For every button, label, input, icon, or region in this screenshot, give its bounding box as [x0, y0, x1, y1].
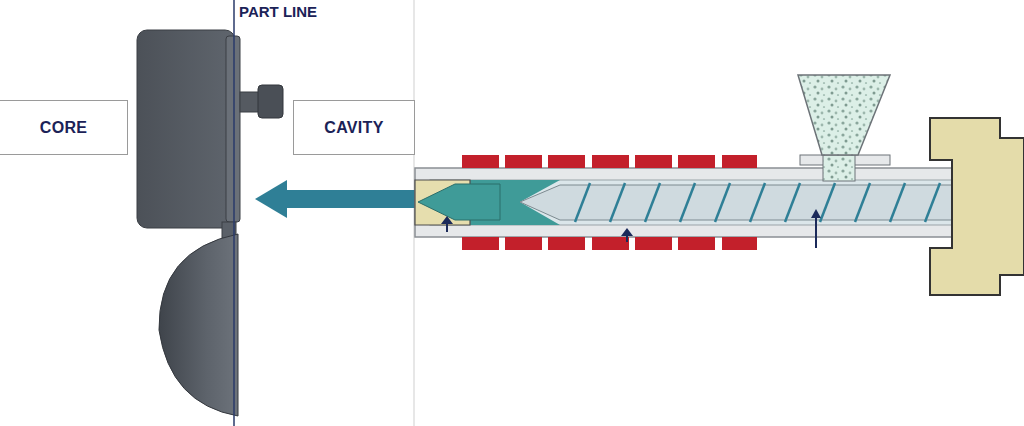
- disc-rim: [226, 36, 240, 222]
- panel-line: [414, 0, 415, 100]
- part-name: CORE: [40, 119, 87, 137]
- hopper-throat: [823, 155, 855, 181]
- screw-flights: [575, 183, 975, 222]
- boss: [258, 85, 283, 118]
- hopper: [798, 75, 890, 155]
- mold-half-box: CORE: [0, 100, 128, 155]
- flow-arrow-shaft: [285, 190, 415, 208]
- nozzle-melt: [418, 184, 500, 220]
- barrel-bore: [430, 180, 1002, 225]
- heater-bands: [462, 155, 757, 250]
- mold-disc: [137, 30, 235, 228]
- flow-arrow-head: [255, 180, 287, 218]
- mold-half-box: CAVITY: [293, 100, 415, 155]
- barrel: [415, 168, 1005, 237]
- boss-neck: [240, 92, 260, 112]
- dome-part: [159, 234, 238, 416]
- parting-line-label: PART LINE: [237, 3, 319, 20]
- drive-unit: [930, 118, 1024, 295]
- pressure-markers: [441, 209, 821, 248]
- part-name: CAVITY: [324, 119, 383, 137]
- part-line: [233, 0, 235, 426]
